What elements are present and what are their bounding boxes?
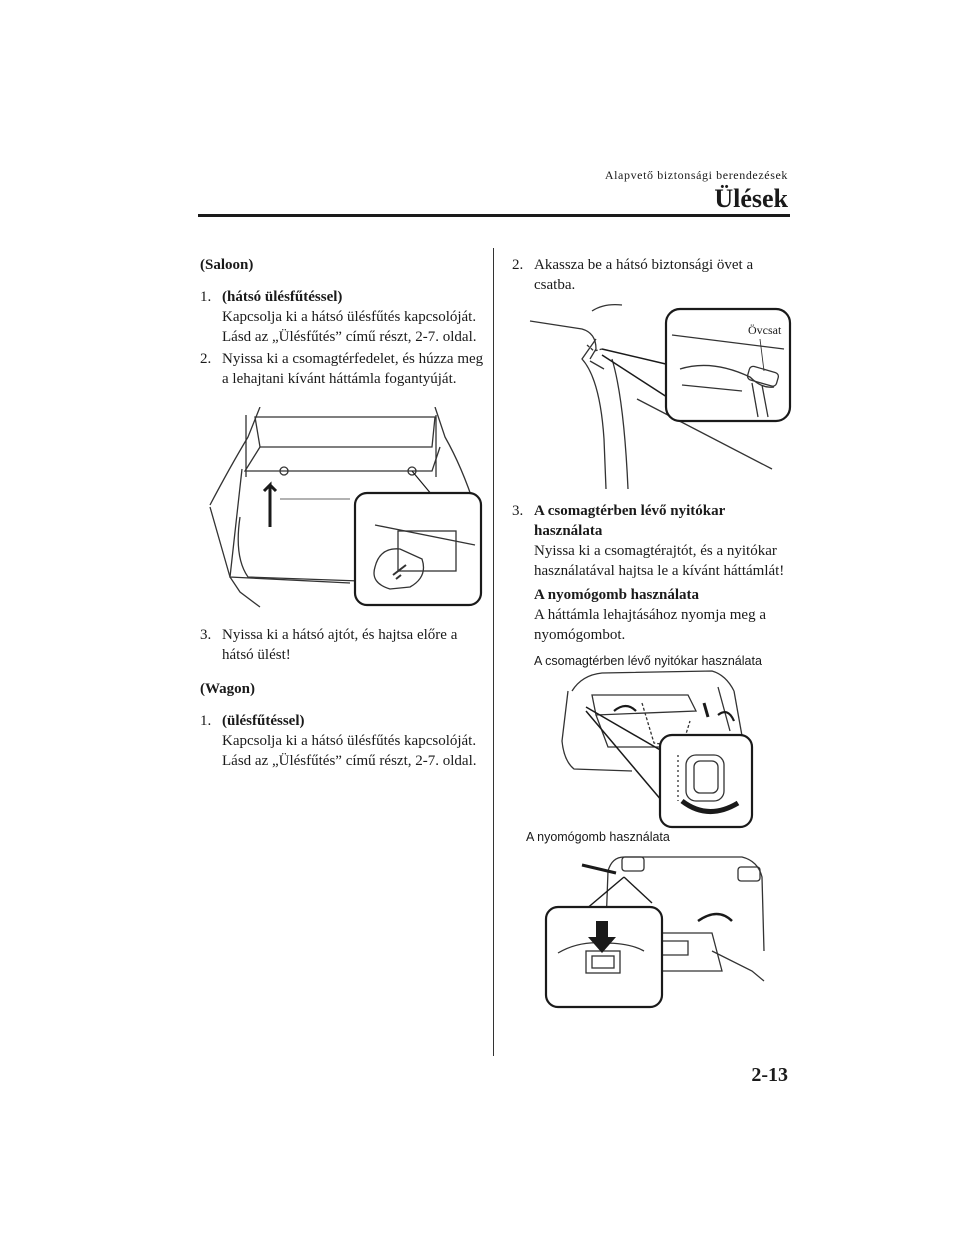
saloon-step-3: 3. Nyissa ki a hátsó ajtót, és hajtsa el… xyxy=(200,625,485,665)
left-column: (Saloon) 1. (hátsó ülésfűtéssel) Kapcsol… xyxy=(200,255,485,773)
right-column: 2. Akassza be a hátsó biztonsági övet a … xyxy=(512,255,792,1021)
step-text: Kapcsolja ki a hátsó ülésfűtés kapcsolój… xyxy=(222,733,477,749)
wagon-step-2: 2. Akassza be a hátsó biztonsági övet a … xyxy=(512,255,792,295)
step-text: Nyissa ki a csomagtérfedelet, és húzza m… xyxy=(222,351,484,387)
belt-buckle-illustration: Övcsat xyxy=(529,303,792,490)
saloon-step-1: 1. (hátsó ülésfűtéssel) Kapcsolja ki a h… xyxy=(200,287,485,347)
step-text: Nyissa ki a csomagtérajtót, és a nyitóka… xyxy=(534,543,785,579)
trunk-illustration xyxy=(209,406,483,608)
wagon-heading: (Wagon) xyxy=(200,681,256,697)
lever-figure-caption: A csomagtérben lévő nyitókar használata xyxy=(534,654,762,668)
button-figure-caption: A nyomógomb használata xyxy=(526,830,670,844)
saloon-heading: (Saloon) xyxy=(200,257,254,273)
step-number: 1. xyxy=(200,289,212,305)
section-subtitle: Alapvető biztonsági berendezések xyxy=(604,168,788,182)
lever-button-illustration xyxy=(544,670,765,1009)
step-text: Kapcsolja ki a hátsó ülésfűtés kapcsolój… xyxy=(222,309,477,325)
step-reference: Lásd az „Ülésfűtés” című részt, 2-7. old… xyxy=(222,753,477,769)
column-divider xyxy=(493,248,494,1056)
step-number: 3. xyxy=(512,503,524,519)
step-text: Akassza be a hátsó biztonsági övet a csa… xyxy=(534,257,754,293)
wagon-step-3: 3. A csomagtérben lévő nyitókar használa… xyxy=(512,501,792,645)
page-number: 2-13 xyxy=(751,1064,788,1086)
step-subheading: A nyomógomb használata xyxy=(534,587,700,603)
header-rule xyxy=(198,214,790,217)
figure-lever-and-button: A csomagtérben lévő nyitókar használata xyxy=(512,651,792,1021)
section-title: Ülések xyxy=(714,184,788,213)
belt-buckle-label: Övcsat xyxy=(748,323,782,337)
step-number: 3. xyxy=(200,627,212,643)
step-label: (hátsó ülésfűtéssel) xyxy=(222,289,343,305)
step-label: A csomagtérben lévő nyitókar használata xyxy=(534,503,725,539)
step-number: 2. xyxy=(200,351,212,367)
figure-belt-buckle: Övcsat xyxy=(512,299,792,490)
step-label: (ülésfűtéssel) xyxy=(222,713,305,729)
step-number: 1. xyxy=(200,713,212,729)
wagon-step-1: 1. (ülésfűtéssel) Kapcsolja ki a hátsó ü… xyxy=(200,711,485,771)
step-number: 2. xyxy=(512,257,524,273)
figure-trunk-handle xyxy=(200,406,485,611)
saloon-step-2: 2. Nyissa ki a csomagtérfedelet, és húzz… xyxy=(200,349,485,389)
step-text: Nyissa ki a hátsó ajtót, és hajtsa előre… xyxy=(222,627,458,663)
step-reference: Lásd az „Ülésfűtés” című részt, 2-7. old… xyxy=(222,329,477,345)
step-subtext: A háttámla lehajtásához nyomja meg a nyo… xyxy=(534,607,767,643)
